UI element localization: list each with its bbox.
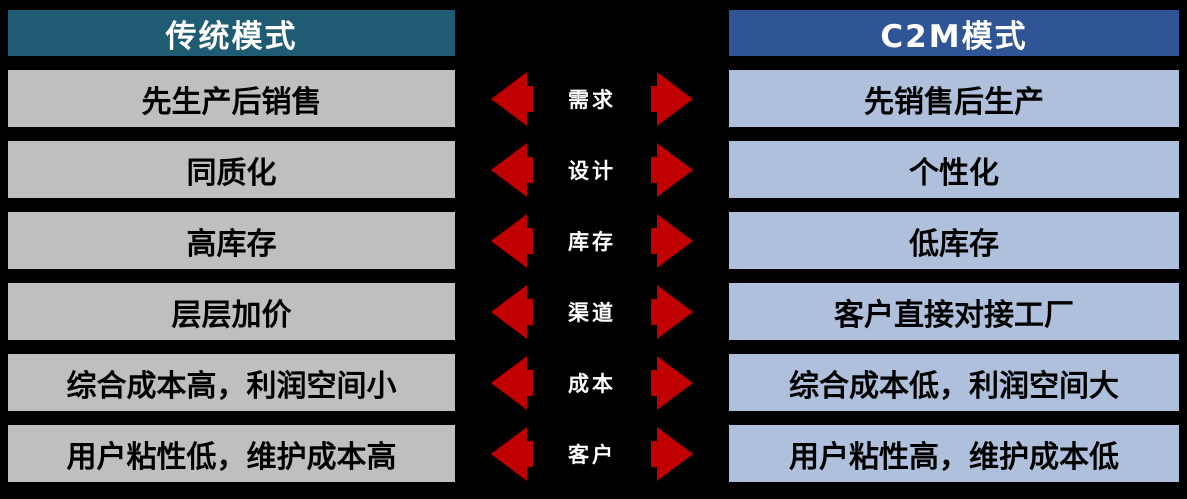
arrow-right-head-icon — [657, 142, 693, 197]
comparison-row-cost: 综合成本高，利润空间小 成本 综合成本低，利润空间大 — [8, 354, 1179, 411]
traditional-item: 先生产后销售 — [8, 70, 455, 127]
comparison-arrow: 渠道 — [455, 283, 729, 340]
traditional-item: 高库存 — [8, 212, 455, 269]
arrow-left-head-icon — [491, 355, 527, 410]
comparison-row-inventory: 高库存 库存 低库存 — [8, 212, 1179, 269]
arrow-left-head-icon — [491, 71, 527, 126]
arrow-left-head-icon — [491, 213, 527, 268]
dimension-label: 成本 — [533, 359, 651, 406]
dimension-label: 库存 — [533, 217, 651, 264]
comparison-arrow: 客户 — [455, 425, 729, 482]
comparison-arrow: 设计 — [455, 141, 729, 198]
traditional-item: 层层加价 — [8, 283, 455, 340]
traditional-item: 综合成本高，利润空间小 — [8, 354, 455, 411]
comparison-row-channel: 层层加价 渠道 客户直接对接工厂 — [8, 283, 1179, 340]
comparison-row-design: 同质化 设计 个性化 — [8, 141, 1179, 198]
c2m-item: 用户粘性高，维护成本低 — [729, 425, 1179, 482]
comparison-arrow: 需求 — [455, 70, 729, 127]
c2m-item: 低库存 — [729, 212, 1179, 269]
comparison-arrow: 成本 — [455, 354, 729, 411]
arrow-right-head-icon — [657, 71, 693, 126]
dimension-label: 客户 — [533, 430, 651, 477]
c2m-item: 先销售后生产 — [729, 70, 1179, 127]
dimension-label: 渠道 — [533, 288, 651, 335]
arrow-right-head-icon — [657, 284, 693, 339]
arrow-left-head-icon — [491, 426, 527, 481]
c2m-item: 综合成本低，利润空间大 — [729, 354, 1179, 411]
header-spacer — [455, 10, 729, 56]
c2m-mode-header: C2M模式 — [729, 10, 1179, 56]
comparison-arrow: 库存 — [455, 212, 729, 269]
c2m-item: 个性化 — [729, 141, 1179, 198]
traditional-item: 用户粘性低，维护成本高 — [8, 425, 455, 482]
dimension-label: 设计 — [533, 146, 651, 193]
comparison-row-customer: 用户粘性低，维护成本高 客户 用户粘性高，维护成本低 — [8, 425, 1179, 482]
arrow-right-head-icon — [657, 426, 693, 481]
c2m-item: 客户直接对接工厂 — [729, 283, 1179, 340]
traditional-item: 同质化 — [8, 141, 455, 198]
arrow-right-head-icon — [657, 213, 693, 268]
traditional-mode-header: 传统模式 — [8, 10, 455, 56]
arrow-right-head-icon — [657, 355, 693, 410]
header-row: 传统模式 C2M模式 — [8, 10, 1179, 56]
arrow-left-head-icon — [491, 142, 527, 197]
comparison-row-demand: 先生产后销售 需求 先销售后生产 — [8, 70, 1179, 127]
arrow-left-head-icon — [491, 284, 527, 339]
dimension-label: 需求 — [533, 75, 651, 122]
